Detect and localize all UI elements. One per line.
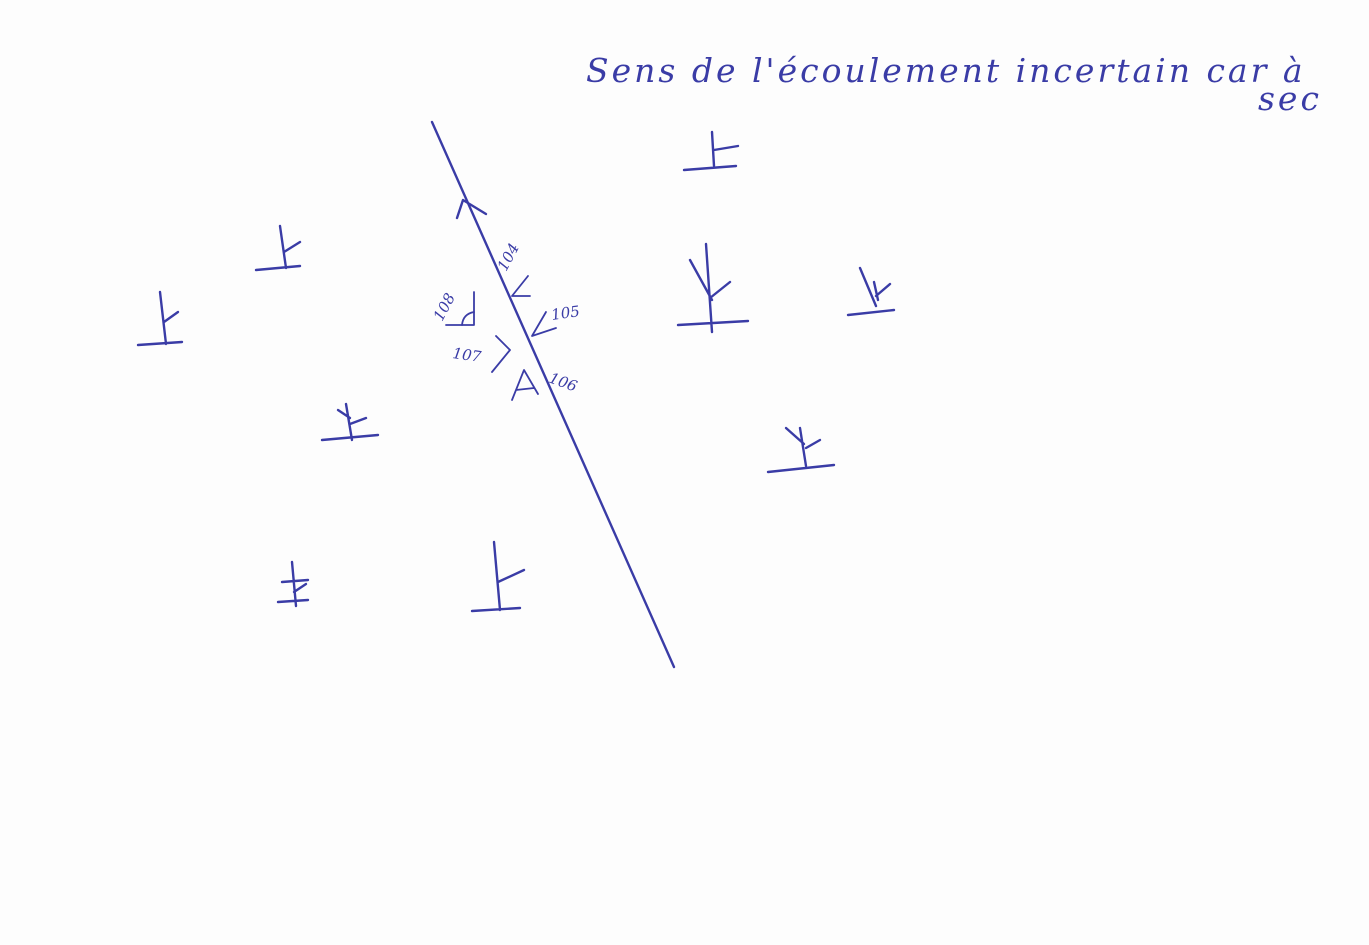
marsh-vegetation-icon — [254, 224, 302, 272]
marsh-vegetation-icon — [766, 426, 836, 474]
stream-path — [430, 120, 676, 669]
marsh-vegetation-icon — [320, 402, 380, 442]
stream-line — [430, 120, 676, 669]
note-line-2: sec — [1258, 79, 1322, 118]
angle-arc-icon — [461, 311, 475, 326]
triangle-marker-icon — [445, 291, 475, 326]
point-label-107: 107 — [451, 344, 482, 366]
triangle-marker-icon — [531, 311, 557, 337]
marsh-vegetation-icon — [682, 130, 740, 172]
observation-point-108: 108 — [430, 290, 475, 326]
point-label-108: 108 — [430, 290, 459, 324]
handwritten-note: Sens de l'écoulement incertain car à sec — [586, 51, 1322, 118]
point-label-105: 105 — [550, 302, 581, 324]
observation-point-105: 105 — [531, 302, 581, 337]
flow-direction-arrow-icon — [455, 198, 488, 220]
triangle-marker-icon — [491, 335, 511, 373]
observation-point-107: 107 — [451, 335, 511, 373]
marsh-vegetation-icon — [470, 540, 526, 613]
marsh-vegetation-icon — [276, 560, 310, 608]
observation-point-104: 104 — [494, 240, 531, 297]
note-line-1: Sens de l'écoulement incertain car à — [586, 51, 1306, 90]
triangle-marker-icon — [511, 369, 539, 401]
vegetation-symbols — [136, 130, 896, 613]
point-label-104: 104 — [494, 240, 523, 274]
observation-point-106: 106 — [511, 369, 580, 401]
marsh-vegetation-icon — [136, 290, 184, 347]
marsh-vegetation-icon — [676, 242, 750, 334]
marsh-vegetation-icon — [846, 266, 896, 317]
triangle-marker-icon — [511, 275, 531, 297]
